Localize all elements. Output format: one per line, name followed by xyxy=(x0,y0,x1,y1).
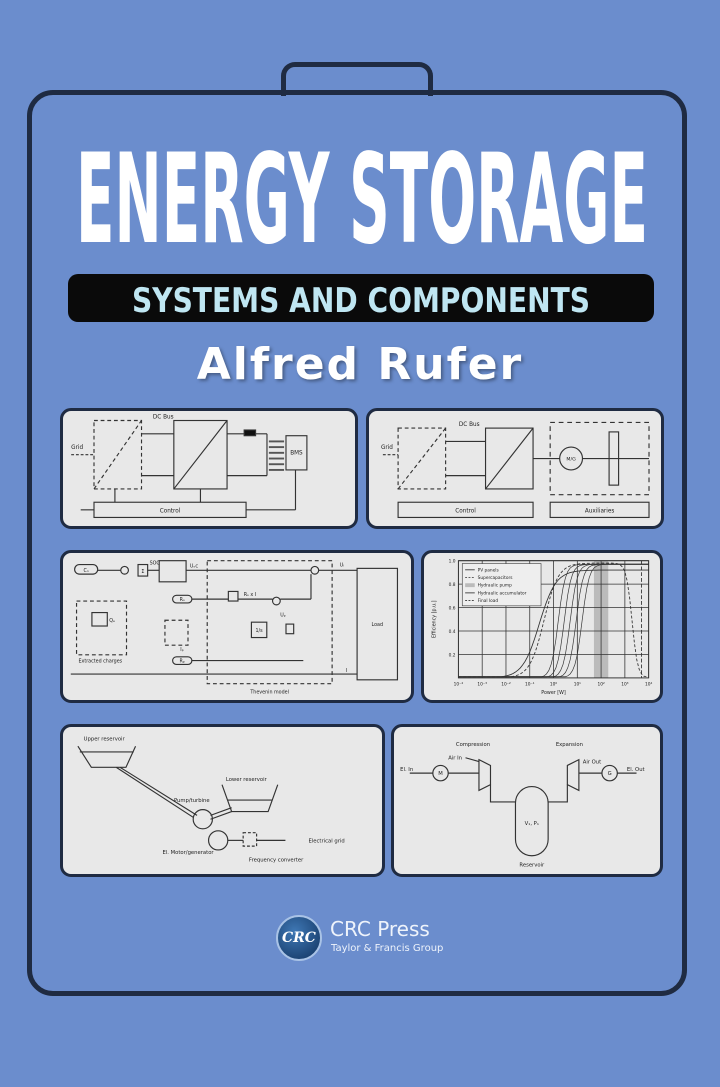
label-dc-bus: DC Bus xyxy=(153,415,174,421)
pumped-hydro-diagram: Upper reservoir Lower reservoir Pump/tur… xyxy=(60,724,385,877)
x-axis-label: Power [W] xyxy=(541,690,566,696)
publisher-logo: CRC CRC Press Taylor & Francis Group xyxy=(276,915,456,963)
y-tick-label: 0.4 xyxy=(449,629,456,635)
label-cn: Cₙ xyxy=(84,568,89,574)
label-grid: Grid xyxy=(71,445,83,451)
label-integrator: 1/s xyxy=(256,628,264,634)
subtitle-bar xyxy=(68,274,654,322)
y-tick-label: 1.0 xyxy=(449,559,456,565)
label-uoc: Uₒc xyxy=(190,563,198,569)
battery-model-diagram: Cₙ Σ SOC Uₒc Rₛ Rₛ x I Uₚ Iₚ Rₚ 1/s Qₑ E… xyxy=(60,550,414,703)
x-tick-label: 10¹ xyxy=(574,682,581,688)
legend-entry: PV panels xyxy=(478,567,500,573)
label-lower-reservoir: Lower reservoir xyxy=(226,777,268,783)
label-bms: BMS xyxy=(290,451,303,457)
publisher-name: CRC Press xyxy=(330,917,430,941)
battery-system-diagram: Grid DC Bus BMS Control xyxy=(60,408,358,529)
label-air-in: Air In xyxy=(448,756,462,762)
x-tick-label: 10⁻¹ xyxy=(525,682,535,688)
label-el-in: El. In xyxy=(400,767,413,773)
y-tick-label: 0.8 xyxy=(449,582,456,588)
label-motor: M xyxy=(438,771,443,777)
label-el-out: El. Out xyxy=(627,767,645,773)
label-up: Uₚ xyxy=(280,612,286,618)
x-tick-label: 10³ xyxy=(621,682,628,688)
label-rs-i: Rₛ x I xyxy=(244,592,256,598)
label-pump-turbine: Pump/turbine xyxy=(174,798,210,804)
label-control: Control xyxy=(455,509,476,515)
legend-entry: Hydraulic pump xyxy=(478,583,512,589)
label-grid: Grid xyxy=(381,445,393,451)
efficiency-chart: 10⁻⁴ 10⁻³ 10⁻² 10⁻¹ 10⁰ 10¹ 10² 10³ 10⁴ 0.2 0.4 0.6… xyxy=(421,550,663,703)
x-tick-label: 10⁻⁴ xyxy=(454,682,464,688)
label-control: Control xyxy=(160,509,181,515)
cover-frame xyxy=(27,90,687,996)
supercapacitors-curve xyxy=(458,562,649,678)
label-volume-pressure: V₁, P₁ xyxy=(525,821,539,827)
book-author: Alfred Rufer xyxy=(196,339,524,390)
book-subtitle: SYSTEMS AND COMPONENTS xyxy=(132,281,590,321)
y-tick-label: 0.2 xyxy=(449,652,456,658)
legend-box xyxy=(461,563,542,607)
label-ip: Iₚ xyxy=(180,647,183,653)
label-load: Load xyxy=(372,622,384,628)
label-qe: Qₑ xyxy=(109,618,115,624)
compressed-air-diagram: Compression Expansion Air In Air Out El.… xyxy=(391,724,663,877)
book-title: ENERGY STORAGE xyxy=(76,130,648,260)
x-tick-label: 10⁴ xyxy=(645,682,652,688)
label-dc-bus: DC Bus xyxy=(459,422,480,428)
flywheel-system-diagram: Grid DC Bus M/G Control Auxiliaries xyxy=(366,408,664,529)
label-reservoir: Reservoir xyxy=(519,862,545,868)
legend-entry: Hydraulic accumulator xyxy=(478,590,527,596)
label-electrical-grid: Electrical grid xyxy=(308,838,344,844)
label-thevenin-model: Thevenin model xyxy=(249,689,289,695)
book-title-graphic: ENERGY STORAGE xyxy=(76,130,648,260)
label-extracted-charges: Extracted charges xyxy=(78,659,122,665)
label-i: I xyxy=(346,668,347,674)
label-rp: Rₚ xyxy=(180,659,185,665)
hydraulic-accumulator-curve xyxy=(458,563,649,678)
label-auxiliaries: Auxiliaries xyxy=(585,509,615,515)
label-motor-generator: M/G xyxy=(566,456,576,462)
label-expansion: Expansion xyxy=(556,742,583,748)
x-tick-label: 10² xyxy=(597,682,604,688)
y-tick-label: 0.6 xyxy=(449,605,456,611)
label-frequency-converter: Frequency converter xyxy=(249,858,304,864)
crc-logo-icon: CRC xyxy=(276,915,322,961)
label-soc: SOC xyxy=(150,561,161,567)
label-upper-reservoir: Upper reservoir xyxy=(84,736,126,742)
label-generator: G xyxy=(608,771,612,777)
label-motor-generator: El. Motor/generator xyxy=(162,850,214,856)
x-tick-label: 10⁻² xyxy=(501,682,511,688)
publisher-group: Taylor & Francis Group xyxy=(331,943,444,954)
label-air-out: Air Out xyxy=(583,760,601,766)
legend-entry: Final load xyxy=(478,598,499,604)
x-tick-label: 10⁻³ xyxy=(477,682,487,688)
label-ul: Uₗ xyxy=(340,562,345,568)
book-subtitle-graphic: SYSTEMS AND COMPONENTS xyxy=(132,281,590,321)
x-tick-label: 10⁰ xyxy=(550,682,557,688)
plot-area xyxy=(457,560,650,679)
label-sigma: Σ xyxy=(141,569,144,575)
label-compression: Compression xyxy=(456,742,490,748)
legend-entry: Supercapacitors xyxy=(478,575,514,581)
label-rs: Rₛ xyxy=(180,597,185,603)
y-axis-label: Efficiency [p.u.] xyxy=(431,600,437,638)
